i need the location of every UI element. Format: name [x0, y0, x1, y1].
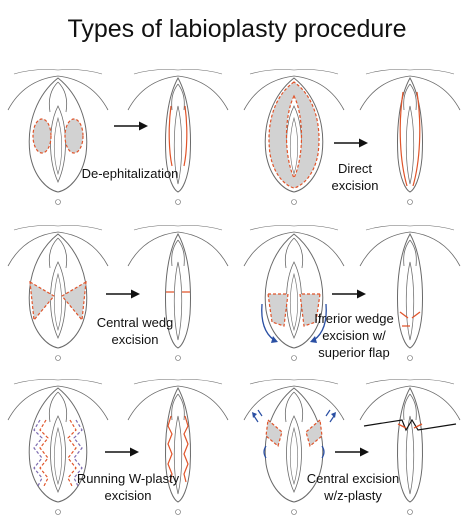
right-arrow-icon [335, 447, 369, 457]
label-line: Direct [338, 161, 372, 176]
procedure-label: Central wedg excision [82, 314, 188, 348]
label-line: excision [331, 178, 379, 193]
procedure-label: Running W-plasty excision [68, 470, 188, 504]
procedure-label: Ifrerior wedge excision w/ superior flap [304, 310, 404, 361]
procedure-label: Direct excision [318, 160, 392, 194]
label-line: excision w/ [322, 328, 386, 343]
label-line: Ifrerior wedge [314, 311, 394, 326]
label-line: Central wedg [96, 315, 174, 330]
procedure-label: De-ephitalization [70, 165, 190, 182]
label-line: De-ephitalization [81, 166, 179, 181]
deepithelialization-after-icon [124, 66, 232, 208]
procedure-label: Central excision w/z-plasty [296, 470, 410, 504]
direct-excision-after-icon [356, 66, 464, 208]
z-plasty-before-icon [240, 376, 348, 518]
label-line: Running W-plasty [76, 471, 180, 486]
label-line: excision [111, 332, 159, 347]
right-arrow-icon [114, 121, 148, 131]
label-line: superior flap [318, 345, 390, 360]
label-line: w/z-plasty [324, 488, 382, 503]
label-line: excision [104, 488, 152, 503]
right-arrow-icon [334, 138, 368, 148]
central-wedge-after-icon [124, 222, 232, 364]
right-arrow-icon [106, 289, 140, 299]
z-plasty-after-icon [356, 376, 464, 518]
w-plasty-after-icon [124, 376, 232, 518]
direct-excision-before-icon [240, 66, 348, 208]
inferior-wedge-before-icon [240, 222, 348, 364]
right-arrow-icon [105, 447, 139, 457]
deepithelialization-before-icon [4, 66, 112, 208]
diagram-title: Types of labioplasty procedure [67, 15, 407, 43]
w-plasty-before-icon [4, 376, 112, 518]
inferior-wedge-after-icon [356, 222, 464, 364]
label-line: Central excision [306, 471, 400, 486]
central-wedge-before-icon [4, 222, 112, 364]
right-arrow-icon [332, 289, 366, 299]
